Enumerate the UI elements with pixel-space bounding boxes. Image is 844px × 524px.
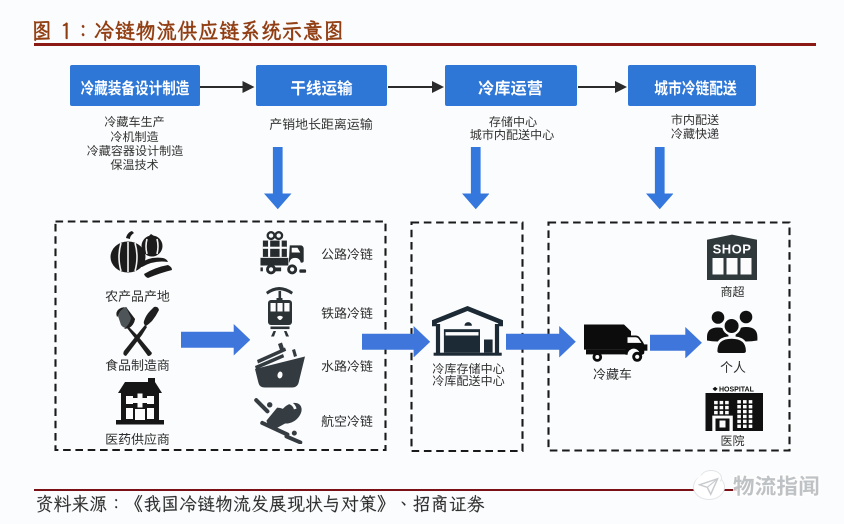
svg-text:SHOP: SHOP <box>713 242 752 257</box>
svg-text:HOSPITAL: HOSPITAL <box>719 387 755 394</box>
